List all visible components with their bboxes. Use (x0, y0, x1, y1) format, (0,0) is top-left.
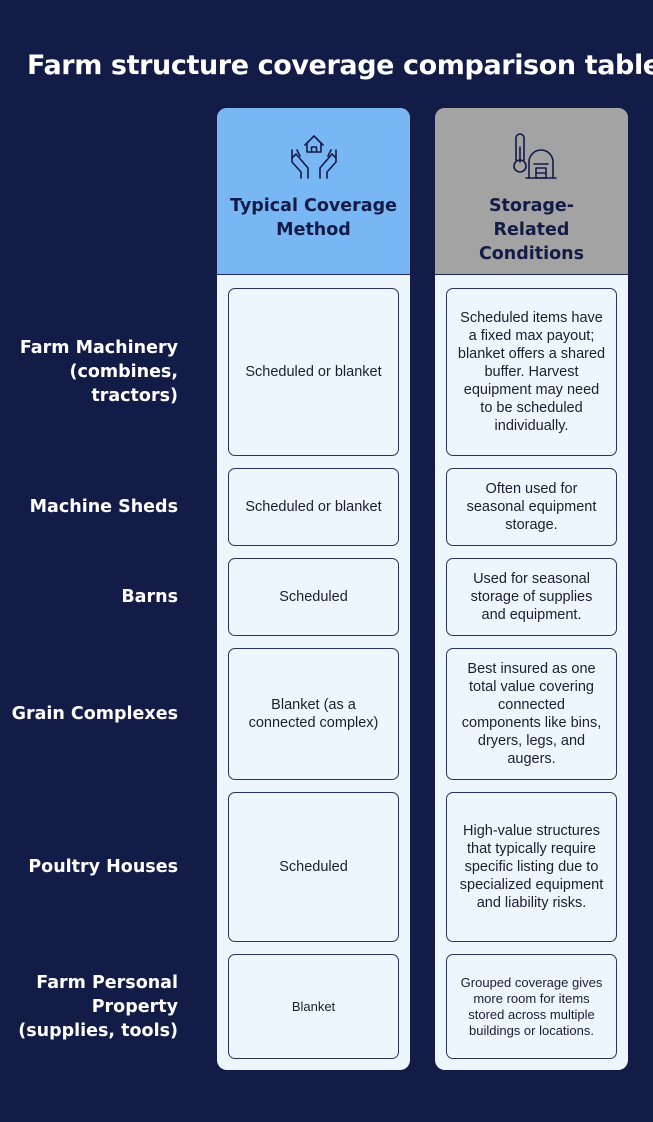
page-title: Farm structure coverage comparison table (27, 50, 653, 81)
method-cell-grain-complexes: Blanket (as a connected complex) (228, 648, 399, 780)
row-label-machine-sheds: Machine Sheds (29, 497, 178, 517)
conditions-cell-barns: Used for seasonal storage of supplies an… (446, 558, 617, 636)
row-label-farm-personal-property: Farm Personal Property (supplies, tools) (18, 973, 178, 1041)
storage-conditions-column: Storage-Related Conditions Scheduled ite… (435, 108, 628, 1070)
method-cell-machine-sheds: Scheduled or blanket (228, 468, 399, 546)
conditions-cell-machine-sheds: Often used for seasonal equipment storag… (446, 468, 617, 546)
method-cell-farm-machinery: Scheduled or blanket (228, 288, 399, 456)
conditions-cell-poultry-houses: High-value structures that typically req… (446, 792, 617, 942)
method-cell-barns: Scheduled (228, 558, 399, 636)
thermometer-shed-icon (506, 132, 558, 186)
coverage-method-title: Typical Coverage Method (229, 196, 398, 240)
conditions-cell-farm-personal-property: Grouped coverage gives more room for ite… (446, 954, 617, 1059)
storage-conditions-title: Storage-Related Conditions (478, 196, 585, 264)
conditions-cell-grain-complexes: Best insured as one total value covering… (446, 648, 617, 780)
coverage-method-header: Typical Coverage Method (217, 108, 410, 275)
row-label-grain-complexes: Grain Complexes (11, 704, 178, 724)
storage-conditions-header: Storage-Related Conditions (435, 108, 628, 275)
coverage-method-column: Typical Coverage Method Scheduled or bla… (217, 108, 410, 1070)
method-cell-poultry-houses: Scheduled (228, 792, 399, 942)
method-cell-farm-personal-property: Blanket (228, 954, 399, 1059)
hands-house-icon (288, 132, 340, 186)
row-label-farm-machinery: Farm Machinery (combines, tractors) (19, 338, 178, 406)
row-label-poultry-houses: Poultry Houses (28, 857, 178, 877)
conditions-cell-farm-machinery: Scheduled items have a fixed max payout;… (446, 288, 617, 456)
row-label-barns: Barns (121, 587, 178, 607)
